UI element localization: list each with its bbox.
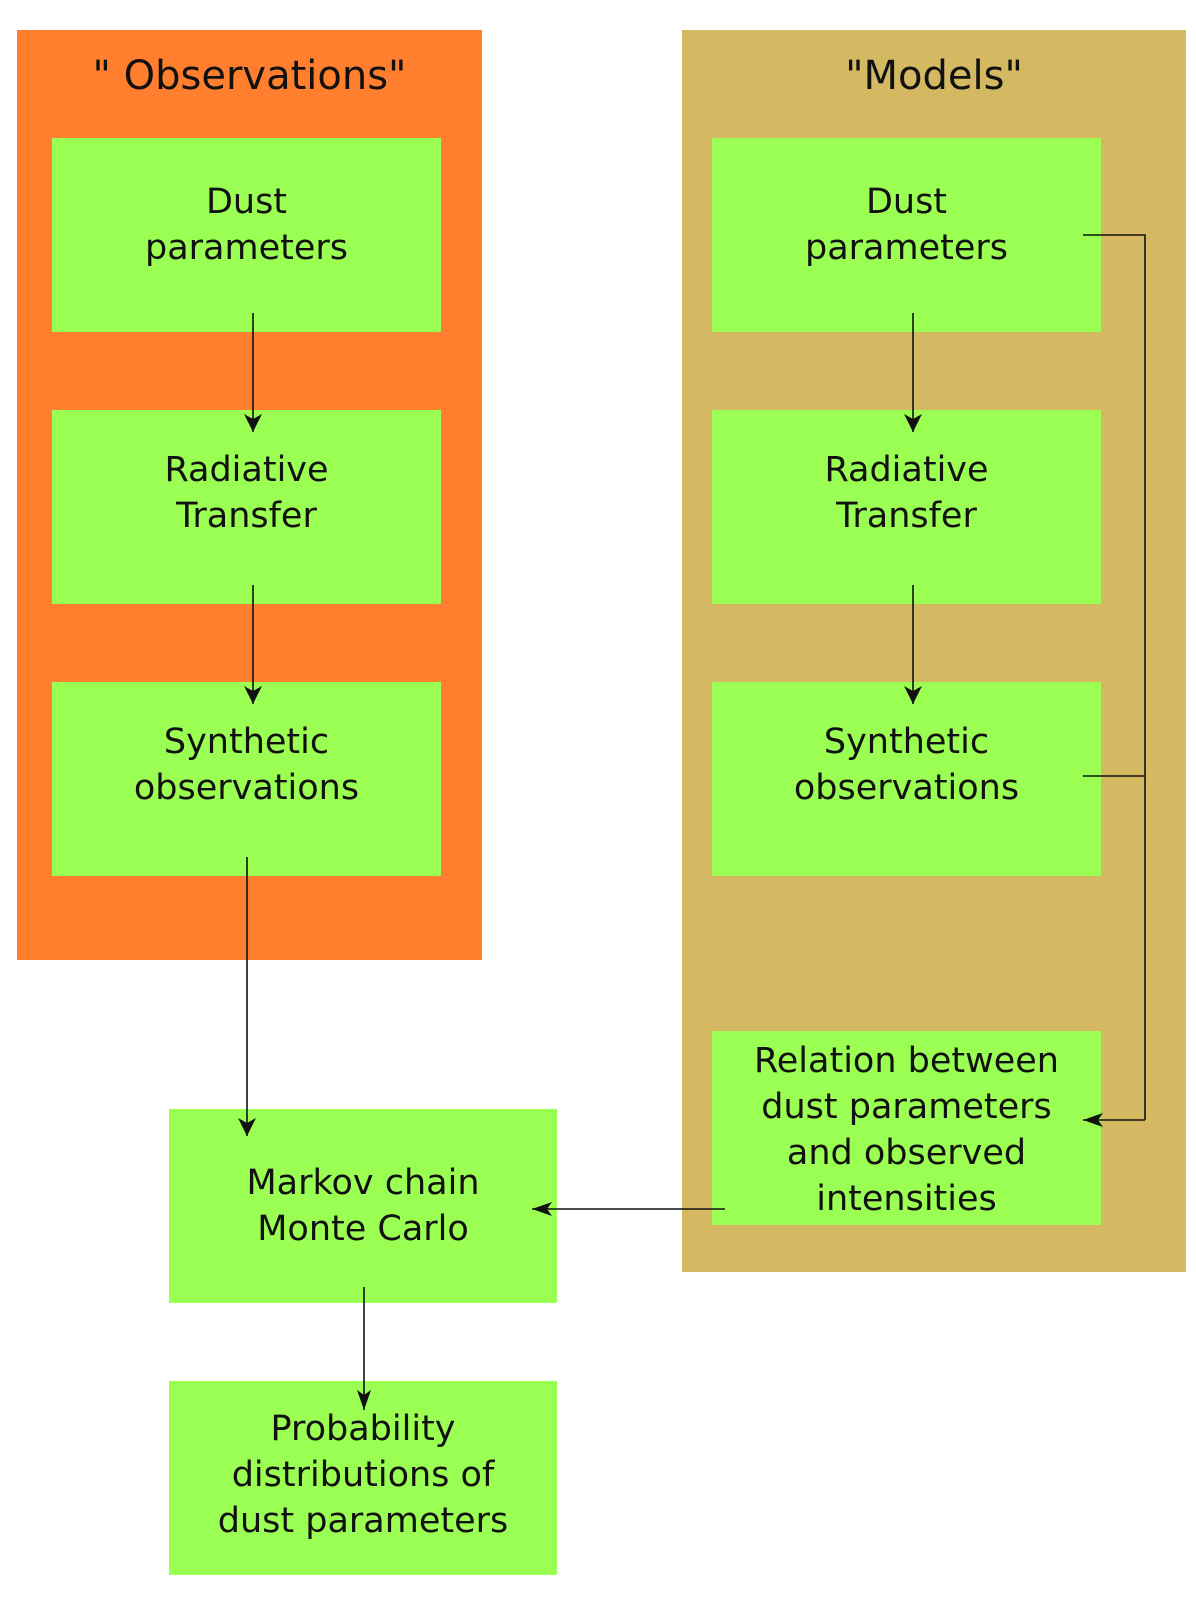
observations-radiative-transfer-box: Radiative Transfer bbox=[52, 410, 441, 604]
mcmc-box: Markov chain Monte Carlo bbox=[169, 1109, 557, 1303]
models-synthetic-observations-box: Synthetic observations bbox=[712, 682, 1101, 876]
models-dust-parameters-label: Dust parameters bbox=[804, 182, 1008, 268]
models-relation-label: Relation between dust parameters and obs… bbox=[754, 1041, 1059, 1219]
observations-synthetic-observations-label: Synthetic observations bbox=[133, 722, 360, 808]
observations-radiative-transfer-label: Radiative Transfer bbox=[164, 450, 329, 536]
observations-title: " Observations" bbox=[92, 53, 407, 99]
models-synthetic-observations-label: Synthetic observations bbox=[793, 722, 1020, 808]
observations-dust-parameters-label: Dust parameters bbox=[144, 182, 348, 268]
models-relation-box: Relation between dust parameters and obs… bbox=[712, 1031, 1101, 1225]
observations-dust-parameters-box: Dust parameters bbox=[52, 138, 441, 332]
models-radiative-transfer-box: Radiative Transfer bbox=[712, 410, 1101, 604]
models-radiative-transfer-label: Radiative Transfer bbox=[824, 450, 989, 536]
mcmc-label: Markov chain Monte Carlo bbox=[246, 1163, 480, 1249]
probability-distributions-label: Probability distributions of dust parame… bbox=[217, 1409, 509, 1541]
models-title: "Models" bbox=[845, 53, 1023, 99]
models-dust-parameters-box: Dust parameters bbox=[712, 138, 1101, 332]
probability-distributions-box: Probability distributions of dust parame… bbox=[169, 1381, 557, 1575]
observations-synthetic-observations-box: Synthetic observations bbox=[52, 682, 441, 876]
